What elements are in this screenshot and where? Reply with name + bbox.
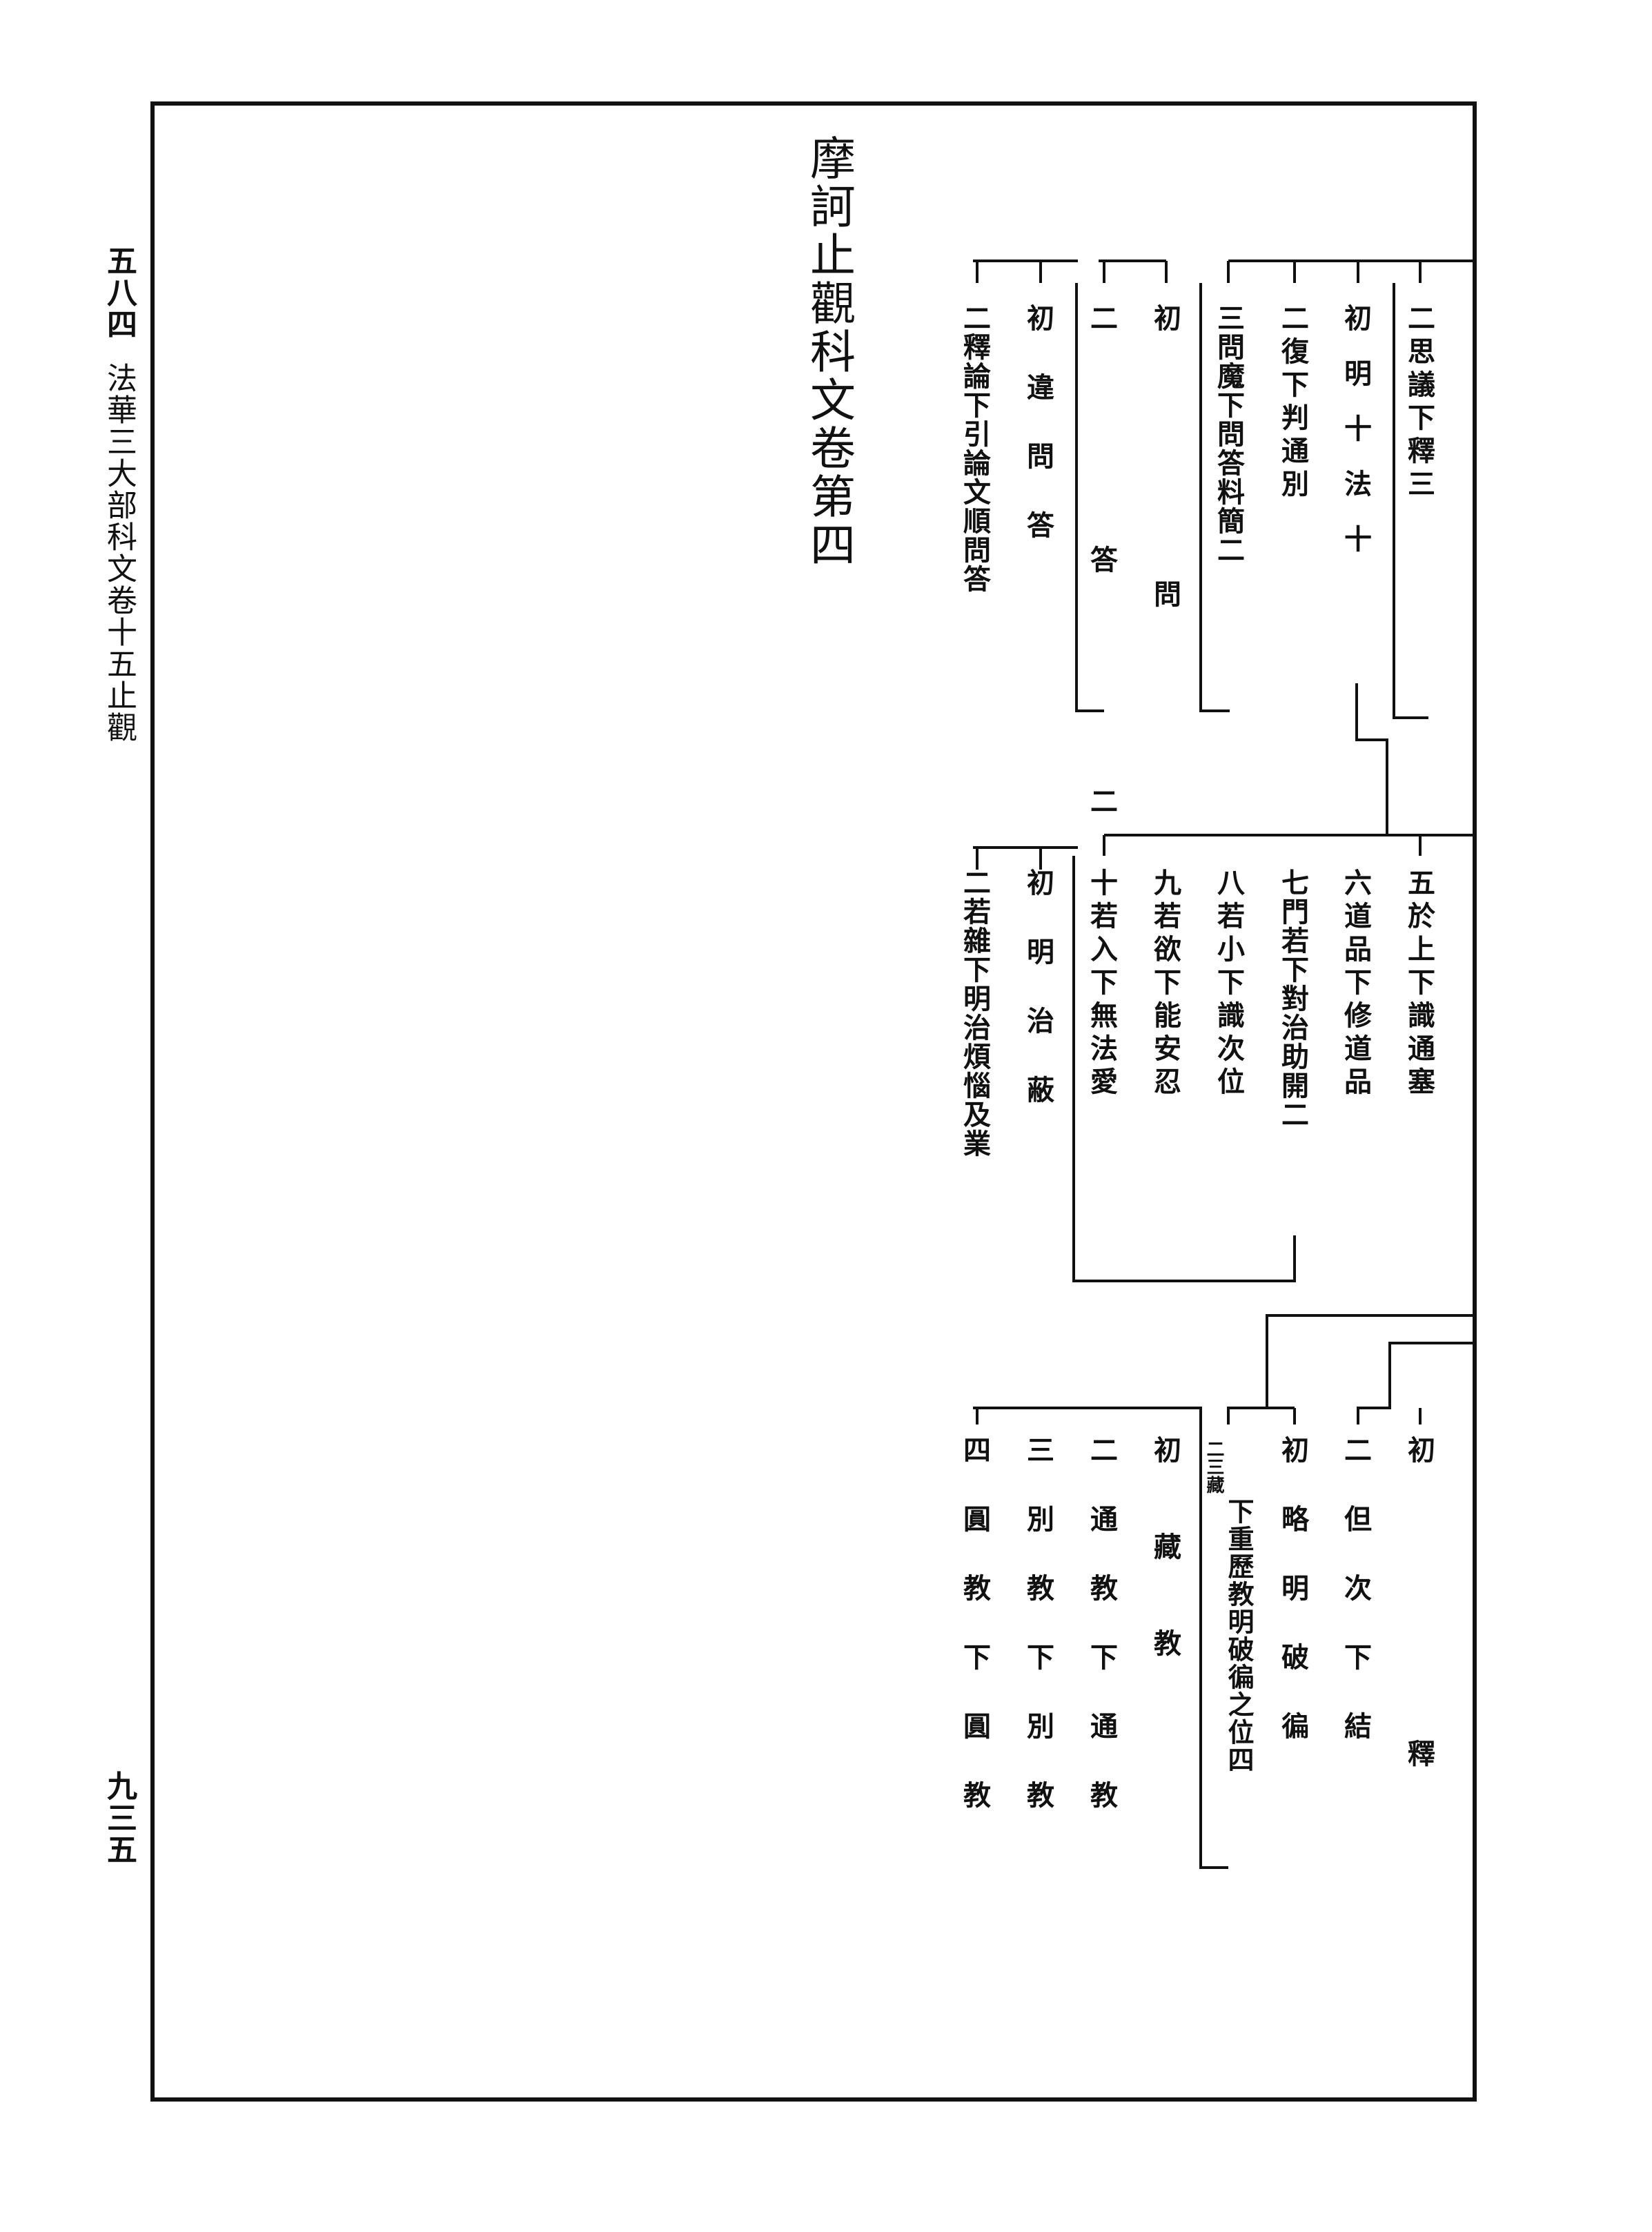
s1-node-3: 二復下判通別 [1277, 304, 1309, 502]
s1-node-5: 初問 [1149, 304, 1181, 856]
s3-node-4-note: 二三藏 [1203, 1440, 1224, 1494]
s2-node-7: 初明治蔽 [1022, 868, 1054, 1144]
page-frame [150, 101, 1477, 2102]
s1-node-1: 二思議下釋三 [1403, 304, 1435, 502]
s3-node-4: 下重歷教明破徧之位四 [1223, 1498, 1255, 1774]
s3-node-2: 二但次下結 [1339, 1436, 1372, 1781]
s2-node-4: 八若小下識次位 [1212, 868, 1245, 1100]
main-title: 摩訶止觀科文卷第四 [803, 135, 856, 569]
s1-node-7: 初違問答 [1022, 304, 1054, 580]
collection-title: 法華三大部科文卷十五止觀 [101, 362, 137, 743]
s3-node-3: 初略明破徧 [1277, 1436, 1309, 1781]
page-number: 九三五 [101, 1770, 137, 1866]
s1-node-8: 二釋論下引論文順問答 [958, 304, 991, 594]
s2-node-2: 六道品下修道品 [1339, 868, 1372, 1100]
s2-node-6: 十若入下無法愛 [1085, 868, 1118, 1100]
s2-node-1: 五於上下識通塞 [1403, 868, 1435, 1100]
s2-node-3: 七門若下對治助開二 [1277, 868, 1309, 1129]
s3-node-5: 初藏教 [1149, 1436, 1181, 1725]
s2-node-5: 九若欲下能安忍 [1149, 868, 1181, 1100]
s3-node-8: 四圓教下圓教 [958, 1436, 991, 1850]
volume-number: 五八四 [101, 245, 137, 340]
s3-node-7: 三別教下別教 [1022, 1436, 1054, 1850]
s3-node-6: 二通教下通教 [1085, 1436, 1118, 1850]
s1-node-6: 二答二 [1085, 304, 1118, 1028]
s1-node-2: 初明十法十 [1339, 304, 1372, 580]
s1-node-4: 三問魔下問答料簡二 [1212, 304, 1245, 565]
s2-node-8: 二若雜下明治煩惱及業 [958, 868, 991, 1158]
s3-node-1: 初釋 [1403, 1436, 1435, 2043]
